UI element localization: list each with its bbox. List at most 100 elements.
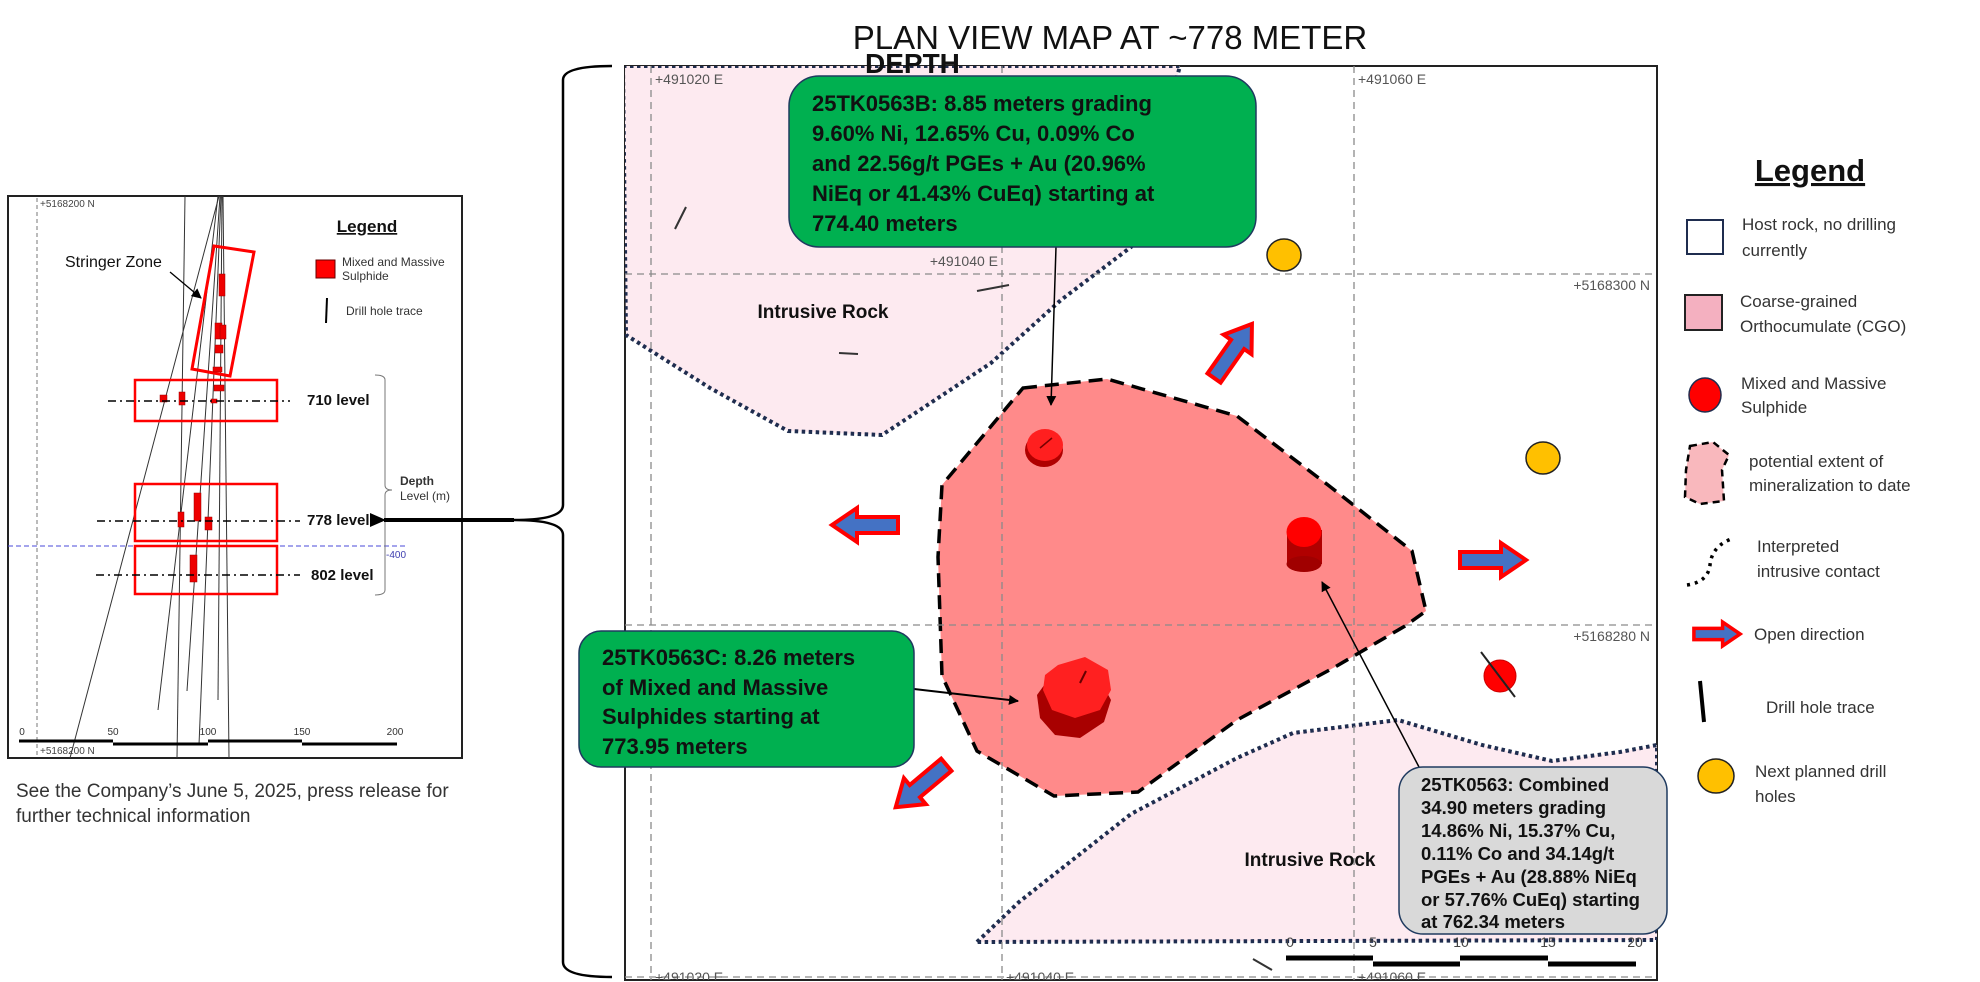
map-legend: Legend Host rock, no drilling currently … (1683, 153, 1911, 806)
planned-drill-hole (1266, 238, 1302, 272)
legend-label: currently (1742, 241, 1808, 260)
callout-c-line: Sulphides starting at (602, 704, 820, 729)
map-scale-label: 15 (1540, 934, 1556, 950)
section-scale-bar: 0 50 100 150 200 (19, 727, 404, 746)
sulphide-intercept-b (1025, 429, 1063, 467)
map-scale-label: 10 (1453, 934, 1469, 950)
leader-line-b (1046, 246, 1057, 406)
section-north-label-top: +5168200 N (40, 199, 95, 210)
legend-label: potential extent of (1749, 452, 1883, 471)
section-scale-label: 50 (107, 727, 119, 738)
open-direction-arrow-e (1458, 539, 1530, 581)
planned-hole-icon (1697, 758, 1735, 794)
grid-label-n-2: +5168280 N (1573, 628, 1650, 644)
section-scale-label: 0 (19, 727, 25, 738)
callout-combined-line: 0.11% Co and 34.14g/t (1421, 843, 1614, 864)
footer-line-1: See the Company’s June 5, 2025, press re… (16, 781, 449, 802)
callout-b-line: 774.40 meters (812, 211, 958, 236)
level-802: 802 level (96, 544, 374, 596)
plan-map: +491020 E +491040 E +491060 E +5168300 N… (578, 48, 1668, 982)
callout-combined-line: or 57.76% CuEq) starting (1421, 889, 1640, 910)
callout-b-line: and 22.56g/t PGEs + Au (20.96% (812, 151, 1146, 176)
section-legend-drill-icon (325, 297, 328, 324)
callout-combined-line: at 762.34 meters (1421, 911, 1565, 932)
legend-label: Interpreted (1757, 537, 1839, 556)
stringer-zone-box (190, 244, 256, 378)
section-legend-sulphide-line2: Sulphide (342, 269, 389, 283)
callout-25tk0563b: 25TK0563B: 8.85 meters grading 9.60% Ni,… (788, 75, 1257, 248)
callout-c-line: 25TK0563C: 8.26 meters (602, 645, 855, 670)
depth-bracket (374, 374, 393, 596)
callout-b-line: 25TK0563B: 8.85 meters grading (812, 91, 1152, 116)
leader-line-combined (1321, 581, 1420, 768)
callout-25tk0563c: 25TK0563C: 8.26 meters of Mixed and Mass… (578, 630, 915, 768)
drill-trace-icon (1698, 680, 1706, 723)
legend-label: Host rock, no drilling (1742, 215, 1896, 234)
legend-label: Sulphide (1741, 398, 1807, 417)
map-scale-bar: 0 5 10 15 20 (1286, 934, 1643, 967)
level-802-label: 802 level (311, 567, 374, 584)
map-scale-label: 20 (1627, 934, 1643, 950)
grid-label-e-top-1: +491020 E (655, 71, 723, 87)
callout-25tk0563-combined: 25TK0563: Combined 34.90 meters grading … (1398, 766, 1668, 935)
legend-label: Next planned drill (1755, 762, 1886, 781)
legend-label: Orthocumulate (CGO) (1740, 317, 1906, 336)
section-legend-sulphide-line1: Mixed and Massive (342, 255, 445, 269)
map-grid (625, 66, 1657, 980)
section-legend-sulphide-swatch (315, 259, 336, 279)
depth-level-label: Level (m) (400, 489, 450, 503)
callout-combined-line: 34.90 meters grading (1421, 797, 1606, 818)
map-title: PLAN VIEW MAP AT ~778 METER (853, 19, 1367, 56)
stringer-zone-label: Stringer Zone (65, 254, 162, 271)
map-bracket (513, 64, 613, 979)
callout-combined-line: 25TK0563: Combined (1421, 774, 1609, 795)
mineralization-extent-icon (1683, 440, 1731, 506)
section-scale-label: 100 (200, 727, 217, 738)
legend-label: intrusive contact (1757, 562, 1880, 581)
legend-label: mineralization to date (1749, 476, 1911, 495)
open-direction-arrow-sw (892, 755, 955, 810)
section-scale-label: 150 (294, 727, 311, 738)
grid-label-e-bottom-2: +491040 E (1006, 969, 1074, 982)
sulphide-intercept-combined (1286, 517, 1322, 572)
depth-label: Depth (400, 474, 434, 488)
open-direction-icon (1692, 618, 1744, 650)
callout-b-line: NiEq or 41.43% CuEq) starting at (812, 181, 1155, 206)
stringer-arrow (169, 271, 202, 299)
section-legend-title: Legend (337, 217, 397, 236)
level-710: 710 level (108, 378, 370, 423)
grid-label-n-1: +5168300 N (1573, 277, 1650, 293)
legend-label: Coarse-grained (1740, 292, 1857, 311)
grid-label-e-top-2: +491040 E (930, 253, 998, 269)
grid-label-e-top-3: +491060 E (1358, 71, 1426, 87)
intrusive-rock-label-south: Intrusive Rock (1245, 850, 1376, 871)
elevation-tick-label: -400 (386, 550, 406, 561)
legend-label: Open direction (1754, 625, 1865, 644)
level-778-label: 778 level (307, 512, 370, 529)
planned-drill-hole (1525, 441, 1561, 475)
partial-depth-heading: DEPTH (865, 48, 960, 79)
callout-c-line: 773.95 meters (602, 734, 748, 759)
level-710-label: 710 level (307, 392, 370, 409)
map-drill-traces (674, 206, 1273, 971)
callout-b-line: 9.60% Ni, 12.65% Cu, 0.09% Co (812, 121, 1135, 146)
sulphide-intercept-c (1037, 657, 1111, 738)
section-frame (7, 195, 463, 759)
map-scale-label: 0 (1286, 934, 1294, 950)
legend-label: Drill hole trace (1766, 698, 1875, 717)
intrusive-rock-label-north: Intrusive Rock (758, 302, 889, 323)
legend-label: Mixed and Massive (1741, 374, 1887, 393)
section-sulphide-intercepts (159, 273, 227, 583)
sulphide-circle-icon (1688, 377, 1722, 413)
cgo-swatch-icon (1684, 294, 1723, 331)
sulphide-intercept-east (1480, 651, 1517, 698)
intrusive-contact-icon (1686, 536, 1735, 587)
legend-title: Legend (1755, 153, 1865, 188)
host-rock-swatch-icon (1686, 219, 1724, 255)
grid-label-e-bottom-3: +491060 E (1358, 969, 1426, 982)
open-direction-arrow-ne (1204, 321, 1254, 386)
section-scale-label: 200 (387, 727, 404, 738)
level-778: 778 level (97, 482, 370, 543)
legend-label: holes (1755, 787, 1796, 806)
